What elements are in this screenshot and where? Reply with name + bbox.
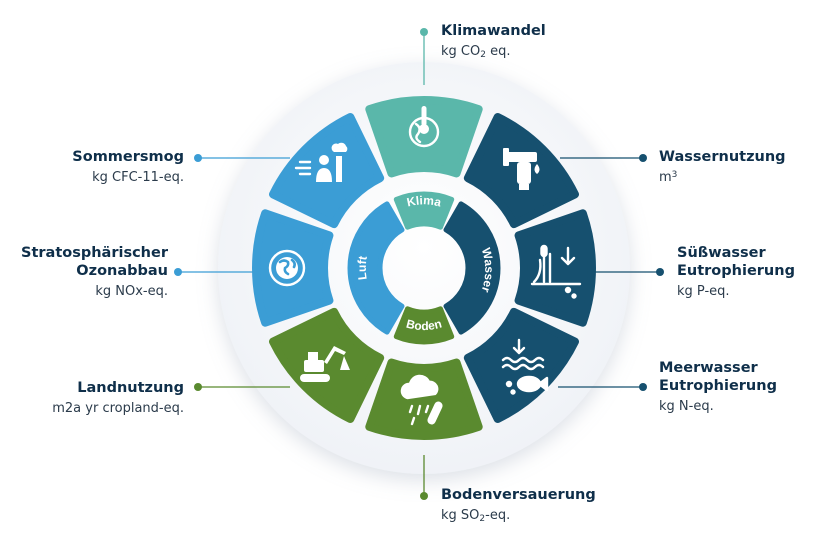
ozonabbau-name-1: Stratosphärischer	[21, 245, 168, 261]
inner-segment-wasser	[443, 201, 501, 335]
ozonabbau-unit: kg NOx-eq.	[95, 284, 168, 300]
label-bodenversauerung: Bodenversauerung kg SO2-eq.	[441, 486, 596, 525]
segment-bodenversauerung	[365, 358, 483, 440]
inner-label-luft: Luft	[355, 255, 370, 281]
segment-suesswasser	[514, 209, 596, 327]
meerwasser-name-2: Eutrophierung	[659, 378, 777, 395]
inner-segment-boden	[393, 306, 455, 345]
dot-sommersmog	[194, 154, 202, 162]
suesswasser-name-2: Eutrophierung	[677, 263, 795, 280]
dot-ozonabbau	[174, 268, 182, 276]
sommersmog-name: Sommersmog	[72, 149, 184, 165]
fish-icon	[501, 338, 549, 395]
inner-label-klima: Klima	[406, 193, 443, 209]
earth-icon	[268, 249, 306, 287]
dot-bodenversauerung	[420, 492, 428, 500]
bodenversauerung-unit: kg SO2-eq.	[441, 508, 511, 525]
wassernutzung-unit: m3	[659, 170, 678, 186]
suesswasser-name-1: Süßwasser	[677, 245, 766, 261]
inner-label-boden: Boden	[405, 317, 443, 334]
wassernutzung-name: Wassernutzung	[659, 149, 786, 165]
suesswasser-unit: kg P-eq.	[677, 284, 730, 300]
label-meerwasser: Meerwasser Eutrophierung kg N-eq.	[659, 359, 777, 416]
smog-person-icon	[294, 142, 348, 182]
landnutzung-name: Landnutzung	[77, 380, 184, 396]
svg-text:Klima: Klima	[406, 193, 443, 209]
bodenversauerung-name: Bodenversauerung	[441, 487, 596, 503]
acid-rain-icon	[400, 374, 443, 426]
connectors	[174, 28, 664, 500]
dot-landnutzung	[194, 383, 202, 391]
label-sommersmog: Sommersmog kg CFC-11-eq.	[72, 148, 184, 186]
dot-klimawandel	[420, 28, 428, 36]
landnutzung-unit: m2a yr cropland-eq.	[52, 401, 184, 417]
sommersmog-unit: kg CFC-11-eq.	[92, 170, 184, 186]
meerwasser-unit: kg N-eq.	[659, 399, 714, 415]
faucet-icon	[503, 148, 540, 190]
dot-suesswasser	[656, 268, 664, 276]
label-wassernutzung: Wassernutzung m3	[659, 148, 786, 186]
label-ozonabbau: Stratosphärischer Ozonabbau kg NOx-eq.	[21, 244, 168, 301]
klimawandel-unit: kg CO2 eq.	[441, 44, 511, 61]
dot-wassernutzung	[639, 154, 647, 162]
segment-landnutzung	[269, 307, 385, 423]
svg-text:Luft: Luft	[355, 255, 370, 281]
reeds-icon	[530, 244, 582, 299]
label-landnutzung: Landnutzung m2a yr cropland-eq.	[52, 379, 184, 417]
inner-ring	[347, 191, 501, 345]
globe-thermometer-icon	[408, 106, 440, 148]
segment-klimawandel	[365, 96, 483, 178]
inner-segment-luft	[347, 201, 405, 335]
label-suesswasser: Süßwasser Eutrophierung kg P-eq.	[677, 244, 795, 301]
label-klimawandel: Klimawandel kg CO2 eq.	[441, 22, 546, 61]
excavator-icon	[300, 346, 350, 382]
dot-meerwasser	[639, 383, 647, 391]
svg-text:Boden: Boden	[405, 317, 443, 334]
meerwasser-name-1: Meerwasser	[659, 360, 758, 376]
inner-segment-klima	[393, 191, 455, 230]
klimawandel-name: Klimawandel	[441, 23, 546, 39]
ozonabbau-name-2: Ozonabbau	[76, 263, 168, 280]
